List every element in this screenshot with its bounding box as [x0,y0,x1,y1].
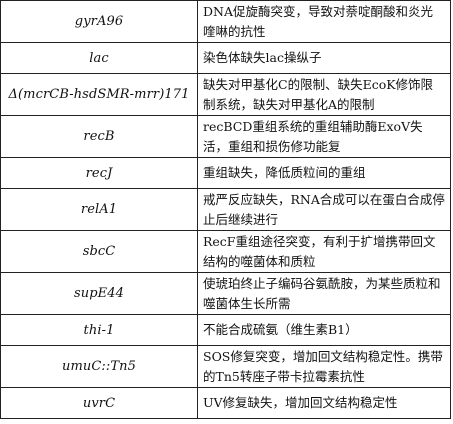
gene-name: supE44 [0,272,198,315]
gene-name: relA1 [0,188,198,231]
table-row: thi-1 不能合成硫氨（维生素B1） [0,314,451,346]
gene-description: UV修复缺失，增加回文结构稳定性 [197,387,451,419]
gene-name: recB [0,115,198,158]
gene-description: recBCD重组系统的重组辅助酶ExoV失活，重组和损伤修功能复 [197,115,451,158]
gene-name: thi-1 [0,314,198,346]
table-row: supE44 使琥珀终止子编码谷氨酰胺，为某些质粒和噬菌体生长所需 [0,272,451,315]
table-row: lac 染色体缺失lac操纵子 [0,42,451,74]
table-row: gyrA96 DNA促旋酶突变，导致对萘啶酮酸和炎光喹啉的抗性 [0,0,451,43]
table-row: Δ(mcrCB-hsdSMR-mrr)171 缺失对甲基化C的限制、缺失EcoK… [0,73,451,116]
gene-name: umuC::Tn5 [0,345,198,388]
gene-name: gyrA96 [0,0,198,43]
gene-description: 染色体缺失lac操纵子 [197,42,451,74]
table-row: umuC::Tn5 SOS修复突变，增加回文结构稳定性。携带的Tn5转座子带卡拉… [0,345,451,388]
gene-description: DNA促旋酶突变，导致对萘啶酮酸和炎光喹啉的抗性 [197,0,451,43]
gene-description: SOS修复突变，增加回文结构稳定性。携带的Tn5转座子带卡拉霉素抗性 [197,345,451,388]
gene-description: 重组缺失，降低质粒间的重组 [197,157,451,189]
table-row: uvrC UV修复缺失，增加回文结构稳定性 [0,387,451,419]
gene-name: recJ [0,157,198,189]
table-row: recB recBCD重组系统的重组辅助酶ExoV失活，重组和损伤修功能复 [0,115,451,158]
gene-name: uvrC [0,387,198,419]
gene-name: Δ(mcrCB-hsdSMR-mrr)171 [0,73,198,116]
gene-description: 使琥珀终止子编码谷氨酰胺，为某些质粒和噬菌体生长所需 [197,272,451,315]
gene-name: lac [0,42,198,74]
gene-description: 不能合成硫氨（维生素B1） [197,314,451,346]
table-row: sbcC RecF重组途径突变，有利于扩增携带回文结构的噬菌体和质粒 [0,230,451,273]
gene-description: 缺失对甲基化C的限制、缺失EcoK修饰限制系统，缺失对甲基化A的限制 [197,73,451,116]
gene-name: sbcC [0,230,198,273]
table-row: relA1 戒严反应缺失，RNA合成可以在蛋白合成停止后继续进行 [0,188,451,231]
table-row: recJ 重组缺失，降低质粒间的重组 [0,157,451,189]
gene-description: RecF重组途径突变，有利于扩增携带回文结构的噬菌体和质粒 [197,230,451,273]
gene-description: 戒严反应缺失，RNA合成可以在蛋白合成停止后继续进行 [197,188,451,231]
